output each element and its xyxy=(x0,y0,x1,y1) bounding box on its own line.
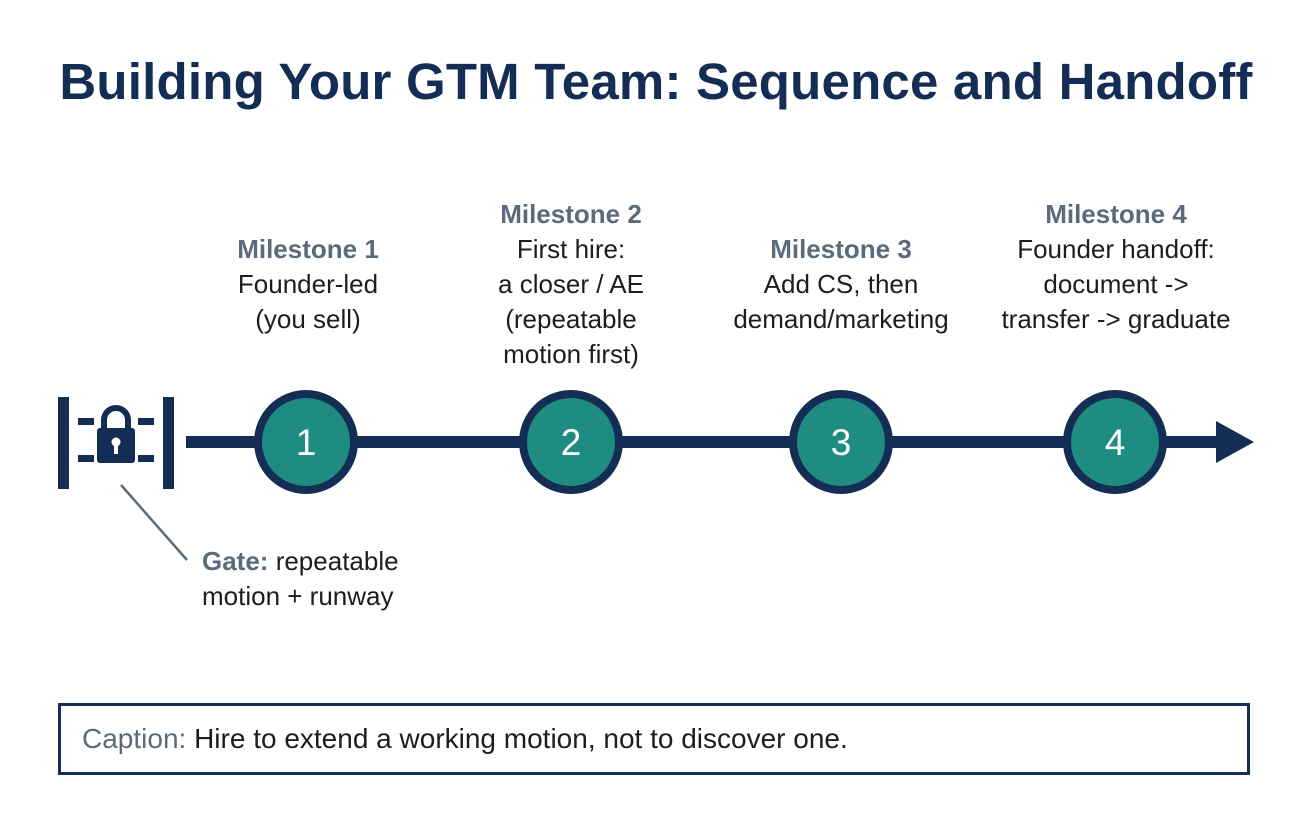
milestone-2-line: motion first) xyxy=(503,339,639,369)
milestone-1-number: 1 xyxy=(296,422,317,463)
milestone-1-line: (you sell) xyxy=(255,304,361,334)
milestone-3-node: 3 xyxy=(789,390,893,494)
gate-label-line-2: motion + runway xyxy=(202,581,394,611)
milestone-4-line: document -> xyxy=(1043,269,1189,299)
milestone-3-heading: Milestone 3 xyxy=(770,234,912,264)
milestone-4-line: transfer -> graduate xyxy=(1001,304,1231,334)
milestone-2-node: 2 xyxy=(519,390,623,494)
milestone-4-label: Milestone 4 Founder handoff: document ->… xyxy=(966,197,1266,337)
milestone-3-number: 3 xyxy=(831,422,852,463)
milestone-4-number: 4 xyxy=(1105,422,1126,463)
milestone-2-heading: Milestone 2 xyxy=(500,199,642,229)
milestone-1-heading: Milestone 1 xyxy=(237,234,379,264)
gate-line-1-text: repeatable xyxy=(268,546,399,576)
milestone-4-heading: Milestone 4 xyxy=(1045,199,1187,229)
gate-key: Gate: xyxy=(202,546,269,576)
milestone-2-label: Milestone 2 First hire: a closer / AE (r… xyxy=(421,197,721,372)
gate-label-line-1: Gate: repeatable xyxy=(202,544,399,579)
milestone-2-line: a closer / AE xyxy=(498,269,644,299)
milestone-1-node: 1 xyxy=(254,390,358,494)
milestone-1-label: Milestone 1 Founder-led (you sell) xyxy=(158,232,458,337)
page-title: Building Your GTM Team: Sequence and Han… xyxy=(59,53,1253,110)
timeline-arrowhead-icon xyxy=(1216,421,1254,463)
gate-label: Gate: repeatable motion + runway xyxy=(202,544,399,614)
milestone-2-number: 2 xyxy=(561,422,582,463)
caption-box: Caption: Hire to extend a working motion… xyxy=(58,703,1250,775)
caption-text: Hire to extend a working motion, not to … xyxy=(186,723,848,754)
caption-key: Caption: xyxy=(82,723,187,754)
milestone-1-line: Founder-led xyxy=(237,269,379,299)
milestone-3-line: demand/marketing xyxy=(733,304,949,334)
milestone-2-line: (repeatable xyxy=(505,304,637,334)
gate-lock-icon xyxy=(58,397,174,489)
milestone-4-node: 4 xyxy=(1063,390,1167,494)
milestone-2-line: First hire: xyxy=(516,234,626,264)
milestone-4-line: Founder handoff: xyxy=(1017,234,1215,264)
milestone-3-line: Add CS, then xyxy=(763,269,919,299)
milestone-3-label: Milestone 3 Add CS, then demand/marketin… xyxy=(691,232,991,337)
gate-connector xyxy=(120,484,188,561)
